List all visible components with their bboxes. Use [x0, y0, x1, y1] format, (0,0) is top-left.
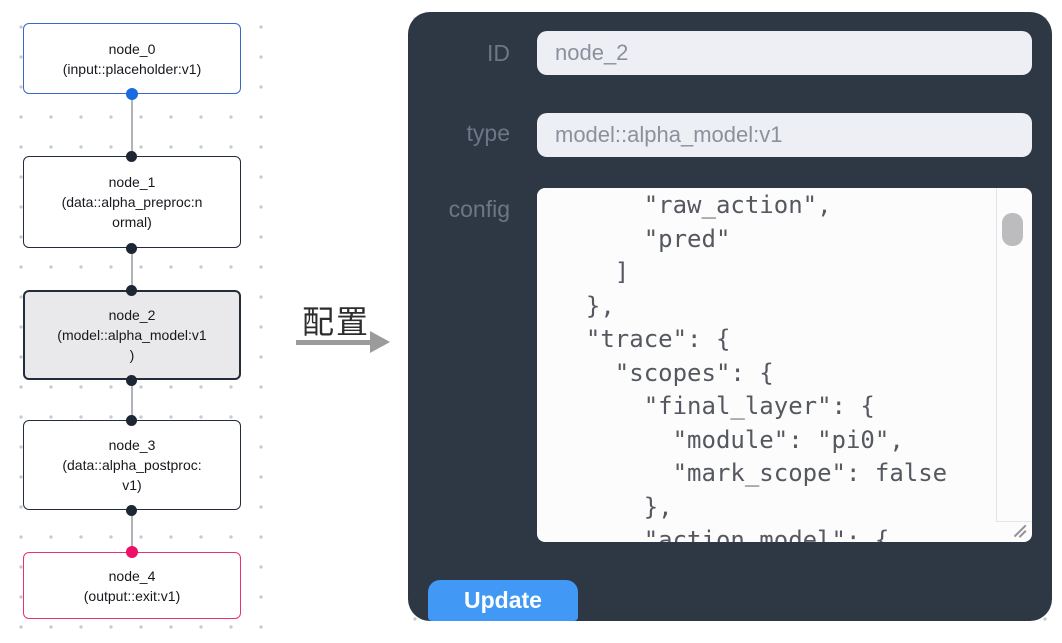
edge-node0-node1	[131, 94, 133, 156]
flow-node-node0[interactable]: node_0 (input::placeholder:v1)	[23, 23, 241, 94]
config-scrollbar-track	[996, 188, 997, 522]
port-node2-out[interactable]	[126, 375, 137, 386]
port-node1-out[interactable]	[126, 243, 137, 254]
config-scroll-corner-divider	[997, 521, 1032, 522]
port-node3-in[interactable]	[126, 415, 137, 426]
id-field-label: ID	[487, 40, 510, 66]
node-title: node_3	[108, 437, 156, 453]
node-subtitle: (output::exit:v1)	[83, 587, 181, 604]
flow-node-node1[interactable]: node_1 (data::alpha_preproc:n ormal)	[23, 156, 241, 248]
config-scrollbar-thumb[interactable]	[1002, 213, 1023, 246]
config-field-label: config	[448, 196, 510, 222]
node-subtitle: (model::alpha_model:v1 )	[57, 327, 207, 363]
node-subtitle: (input::placeholder:v1)	[62, 60, 202, 77]
port-node3-out[interactable]	[126, 505, 137, 516]
type-field-label: type	[466, 120, 510, 146]
node-title: node_1	[108, 174, 156, 190]
flow-node-node4[interactable]: node_4 (output::exit:v1)	[23, 552, 241, 619]
config-json-text[interactable]: "raw_action", "pred" ] }, "trace": { "sc…	[585, 191, 948, 542]
right-arrow-head-icon	[370, 331, 390, 353]
id-input[interactable]	[537, 31, 1032, 75]
node-subtitle: (data::alpha_postproc: v1)	[62, 457, 202, 493]
edge-node1-node2	[131, 248, 133, 290]
config-editor[interactable]: "raw_action", "pred" ] }, "trace": { "sc…	[537, 188, 1032, 542]
node-subtitle: (data::alpha_preproc:n ormal)	[61, 194, 203, 230]
node-title: node_4	[108, 567, 156, 584]
right-arrow-icon	[296, 340, 372, 345]
flow-node-node2-selected[interactable]: node_2 (model::alpha_model:v1 )	[23, 290, 241, 380]
update-button[interactable]: Update	[428, 580, 578, 621]
port-node0-out[interactable]	[126, 88, 138, 100]
resize-grip-icon[interactable]	[1012, 524, 1028, 538]
port-node1-in[interactable]	[126, 151, 137, 162]
edge-node3-node4	[131, 510, 133, 552]
configure-label: 配置	[301, 304, 370, 340]
node-title: node_0	[108, 40, 156, 57]
edge-node2-node3	[131, 380, 133, 420]
port-node4-in[interactable]	[126, 546, 138, 558]
port-node2-in[interactable]	[126, 285, 137, 296]
flow-node-node3[interactable]: node_3 (data::alpha_postproc: v1)	[23, 420, 241, 510]
node-title: node_2	[108, 307, 156, 323]
type-input[interactable]	[537, 113, 1032, 157]
